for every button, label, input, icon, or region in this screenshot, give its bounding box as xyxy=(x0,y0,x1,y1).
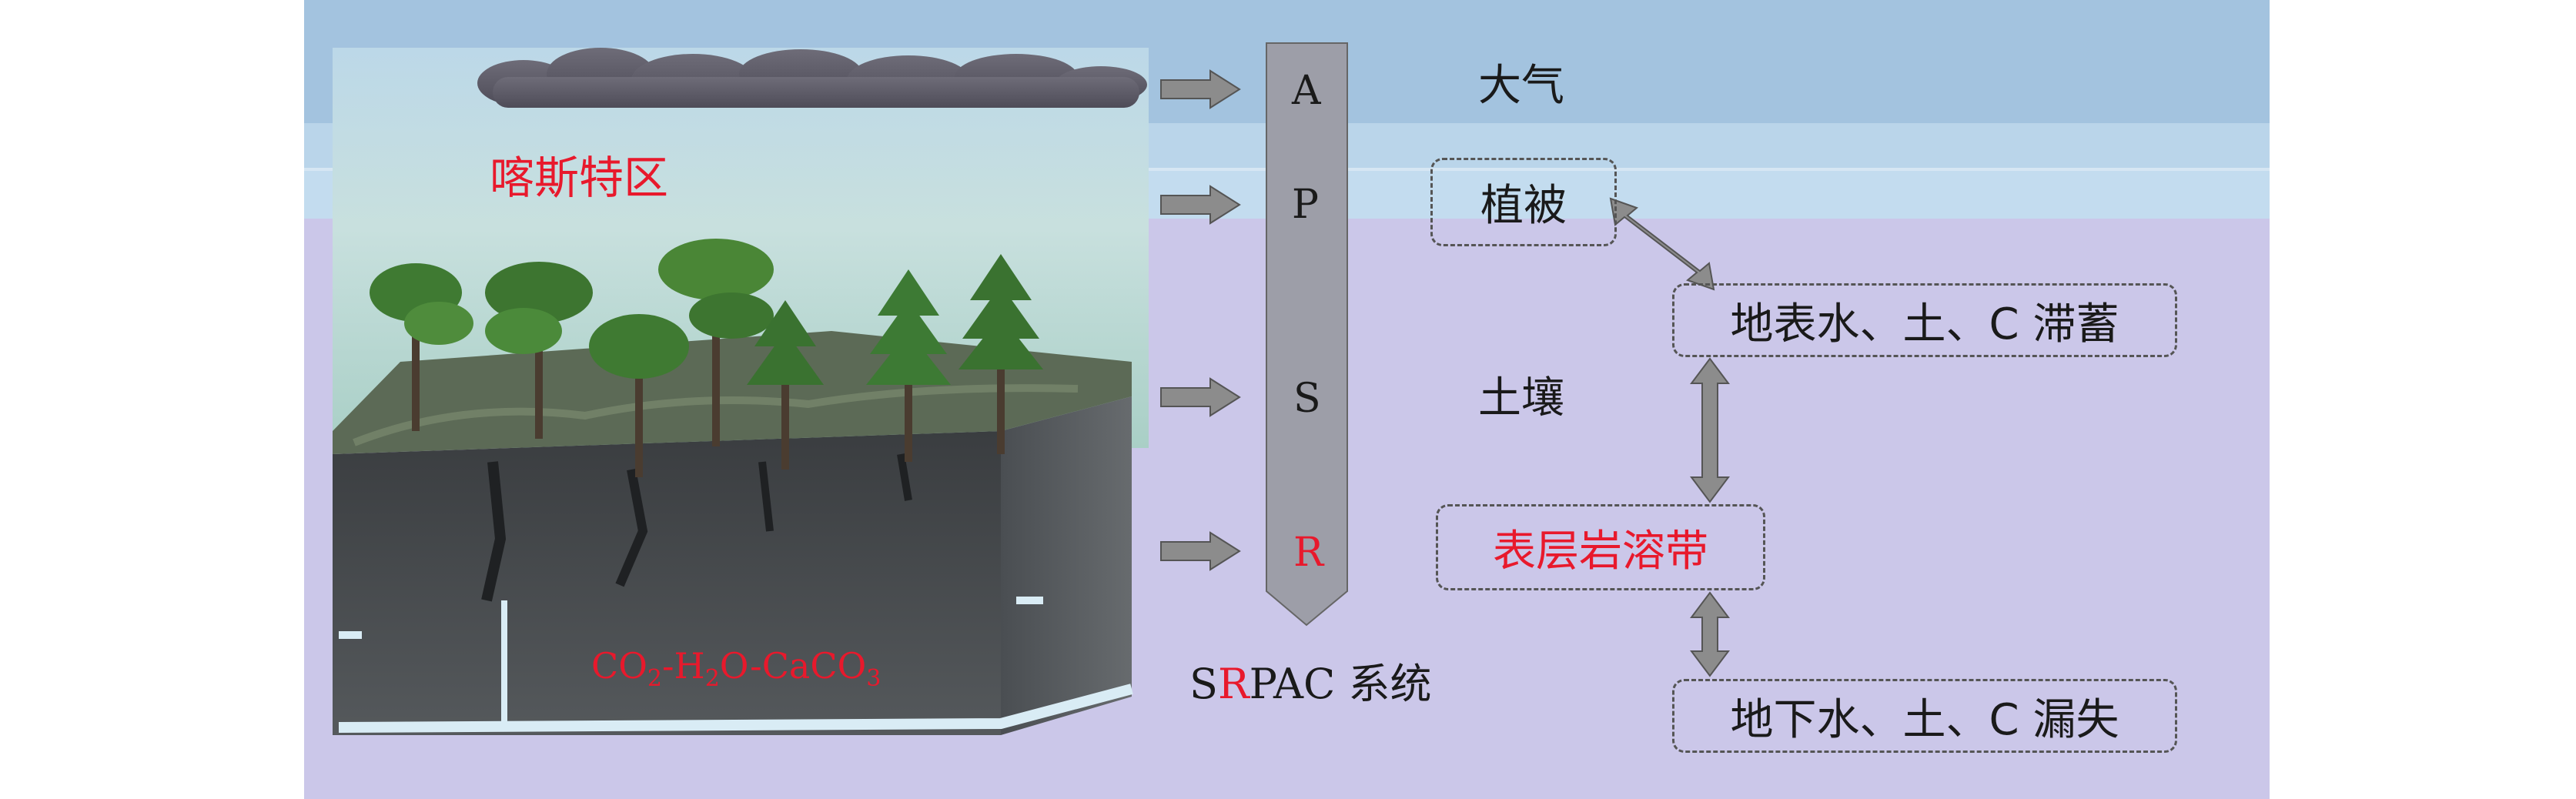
arrow-bidirectional-icon xyxy=(1690,591,1730,677)
tree-icon xyxy=(589,314,689,477)
fissure-3 xyxy=(758,461,774,532)
tree-icon xyxy=(658,239,774,446)
arrow-right-icon xyxy=(1160,69,1241,109)
caption-suffix: PAC 系统 xyxy=(1249,660,1432,708)
box-vegetation: 植被 xyxy=(1430,158,1617,246)
arrow-right-icon xyxy=(1160,377,1241,417)
chemistry-formula: CO2-H2O-CaCO3 xyxy=(591,648,881,690)
arrow-bidirectional-icon xyxy=(1690,357,1730,503)
layer-label-soil: 土壤 xyxy=(1478,373,1564,423)
connector-arrows xyxy=(1609,197,1730,677)
box-underground-loss: 地下水、土、C 漏失 xyxy=(1672,679,2177,753)
cloud-icon xyxy=(477,48,1147,108)
rock-block-side xyxy=(1001,396,1132,735)
caption-highlight: R xyxy=(1218,660,1250,708)
formula-subscript: 2 xyxy=(647,665,663,693)
tree-icon xyxy=(485,262,593,439)
column-letter-p: P xyxy=(1292,182,1319,228)
system-caption: SRPAC 系统 xyxy=(1189,664,1432,705)
region-label: 喀斯特区 xyxy=(490,152,669,204)
fissure-2 xyxy=(615,468,648,587)
trees xyxy=(370,239,1043,477)
srpac-column xyxy=(1266,42,1348,627)
formula-part: -H xyxy=(662,645,705,687)
formula-part: O-CaCO xyxy=(719,645,867,687)
fissure-1 xyxy=(481,461,507,602)
water-channel xyxy=(338,684,1133,733)
box-epikarst: 表层岩溶带 xyxy=(1436,504,1765,590)
tree-icon xyxy=(370,263,473,431)
tree-icon xyxy=(958,254,1043,454)
tree-icon xyxy=(866,269,951,462)
formula-subscript: 3 xyxy=(866,665,882,693)
formula-part: CO xyxy=(591,645,647,687)
arrow-bidirectional-icon xyxy=(1609,197,1715,291)
formula-subscript: 2 xyxy=(704,665,720,693)
side-slit xyxy=(339,631,362,639)
caption-prefix: S xyxy=(1189,660,1218,708)
tree-icon xyxy=(747,300,824,470)
column-letter-r: R xyxy=(1293,530,1324,576)
column-letter-a: A xyxy=(1292,68,1321,114)
column-letter-s: S xyxy=(1293,376,1321,422)
layer-label-atmosphere: 大气 xyxy=(1478,61,1564,111)
arrow-right-icon xyxy=(1160,185,1241,225)
input-arrows xyxy=(1160,69,1241,571)
fissure-4 xyxy=(897,453,912,501)
side-slit-right xyxy=(1016,597,1043,604)
karst-illustration xyxy=(333,48,1149,735)
arrow-right-icon xyxy=(1160,531,1241,571)
rock-top-texture xyxy=(353,384,1079,446)
box-surface-storage: 地表水、土、C 滞蓄 xyxy=(1672,283,2177,357)
